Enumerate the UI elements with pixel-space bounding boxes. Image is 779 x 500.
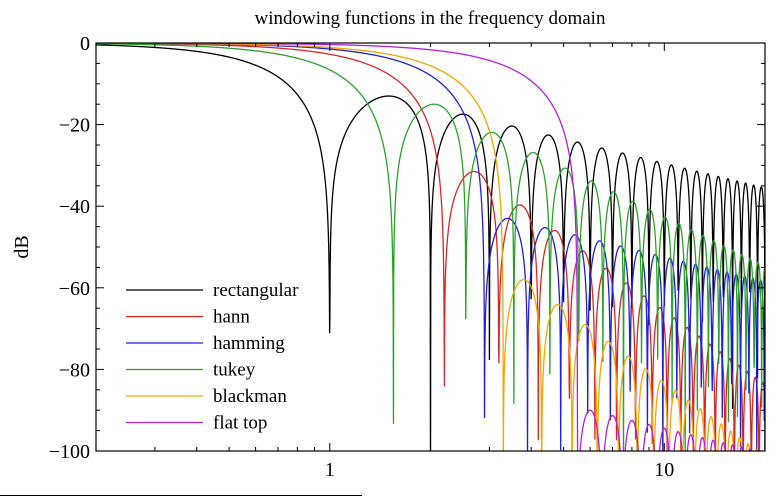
y-tick-label: −40 [59,196,90,218]
x-tick-label: 10 [654,459,674,481]
legend-label: hamming [213,333,285,354]
legend-label: hann [213,307,250,328]
series-line-tukey [96,43,765,451]
y-tick-label: −100 [49,441,90,463]
x-axis: 1 10 [95,43,766,481]
y-tick-label: −20 [59,115,90,137]
series-line-rectangular [96,44,765,451]
footer-divider [0,495,362,496]
plot-area [96,43,765,451]
y-tick-label: −80 [59,359,90,381]
legend: rectangular hann hamming tukey blackman flat … [126,280,299,434]
y-axis: 0 −20 −40 −60 −80 −100 [49,33,765,463]
y-tick-label: 0 [80,33,90,55]
legend-label: rectangular [213,280,299,301]
legend-label: flat top [213,413,267,434]
y-axis-label: dB [11,235,33,258]
legend-label: tukey [213,360,256,381]
legend-label: blackman [213,386,287,407]
x-tick-label: 1 [325,459,335,481]
series-line-hann [96,43,765,451]
chart-title: windowing functions in the frequency dom… [255,8,606,29]
y-tick-label: −60 [59,278,90,300]
